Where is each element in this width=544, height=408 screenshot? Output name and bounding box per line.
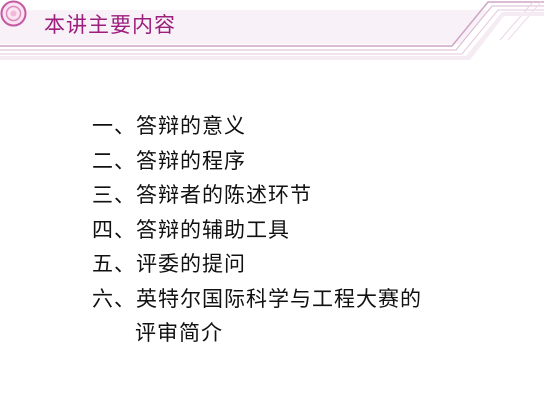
slide-header: 本讲主要内容 <box>0 0 544 64</box>
agenda-item-6-continuation: 评审简介 <box>135 321 223 345</box>
agenda-item-1: 一、答辩的意义 <box>92 114 246 138</box>
slide-title: 本讲主要内容 <box>44 13 176 37</box>
agenda-list: 一、答辩的意义 二、答辩的程序 三、答辩者的陈述环节 四、答辩的辅助工具 五、评… <box>92 109 422 351</box>
agenda-item-4: 四、答辩的辅助工具 <box>92 217 290 242</box>
agenda-item-2: 二、答辩的程序 <box>92 148 246 173</box>
header-decoration <box>0 1 544 60</box>
agenda-item-5: 五、评委的提问 <box>92 252 246 276</box>
agenda-item-6: 六、英特尔国际科学与工程大赛的 <box>92 286 422 311</box>
circle-bullet-icon <box>0 0 27 27</box>
agenda-item-3: 三、答辩者的陈述环节 <box>92 183 312 207</box>
